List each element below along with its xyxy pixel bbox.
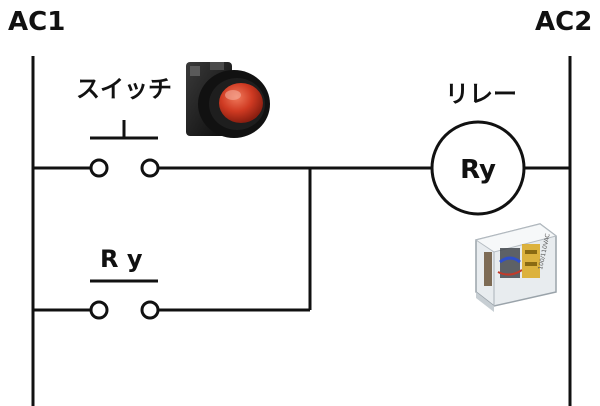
rail-label-ac2: AC2 — [535, 7, 592, 37]
relay-label: リレー — [445, 80, 517, 108]
switch-label: スイッチ — [76, 75, 172, 103]
relay-coil — [430, 120, 526, 216]
ry-contact — [89, 279, 160, 320]
rail-label-ac1: AC1 — [8, 7, 65, 37]
rung-2-wires — [33, 168, 312, 312]
contact-label: R y — [100, 245, 143, 273]
switch-contact — [89, 120, 160, 178]
relay-module-icon: 100/110VAC — [474, 223, 558, 312]
relay-coil-label: Ry — [460, 155, 496, 185]
red-pushbutton-icon — [186, 62, 270, 138]
